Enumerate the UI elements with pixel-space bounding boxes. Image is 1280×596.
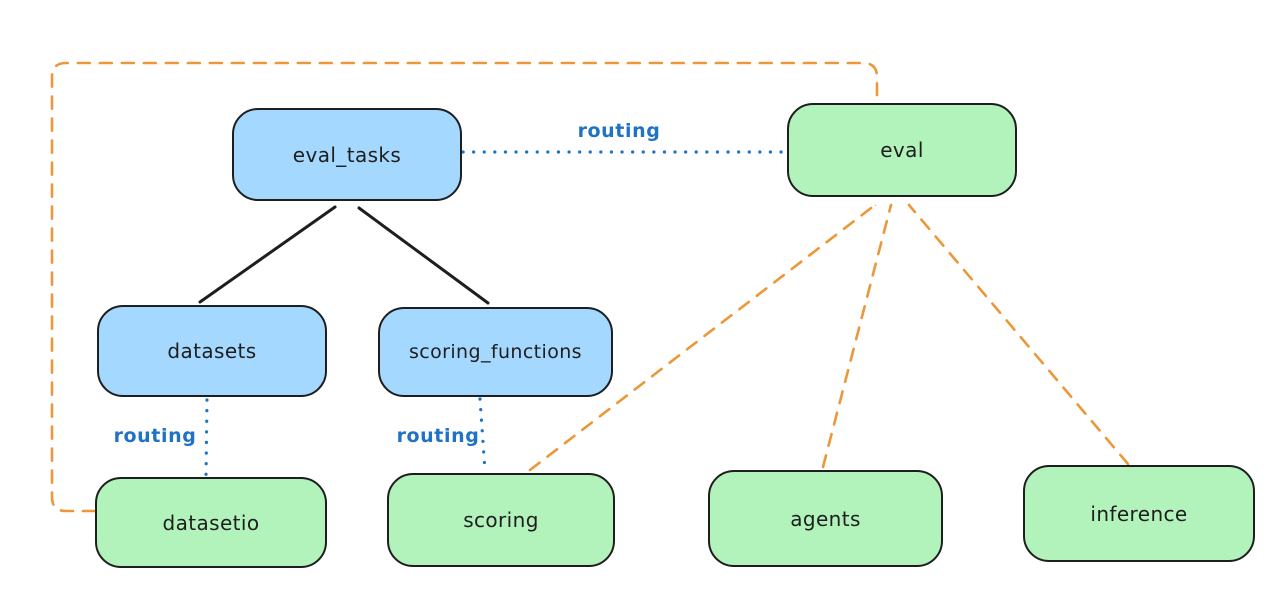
edge-routing-datasets-to-datasetio [204,398,209,477]
node-inference: inference [1023,465,1255,562]
node-scoring-label: scoring [463,508,539,532]
node-scoring-functions: scoring_functions [378,307,613,397]
node-eval: eval [787,103,1017,197]
node-agents-label: agents [790,506,861,531]
edge-agents-to-eval [821,203,891,469]
node-datasets: datasets [97,305,327,397]
edge-label-routing-eval-tasks-eval: routing [577,120,661,142]
node-agents: agents [708,470,943,567]
node-datasetio-label: datasetio [162,510,260,535]
node-eval-tasks-label: eval_tasks [292,142,402,167]
node-scoring: scoring [387,473,615,567]
edge-scoring-to-eval [528,203,877,472]
edge-inference-to-eval [907,203,1130,466]
edge-label-routing-datasets-datasetio: routing [113,425,197,447]
node-datasetio: datasetio [95,477,327,568]
node-eval-label: eval [880,138,924,162]
edge-label-routing-scoring-functions-scoring: routing [396,425,480,447]
node-datasets-label: datasets [167,339,257,363]
node-inference-label: inference [1090,501,1188,526]
node-eval-tasks: eval_tasks [232,108,462,201]
edge-routing-scoring-functions-to-scoring [478,397,487,473]
node-scoring-functions-label: scoring_functions [409,341,582,363]
edge-scoring-functions-to-eval-tasks [357,206,490,305]
edge-datasetio-to-eval [50,61,879,513]
edge-datasets-to-eval-tasks [198,205,337,304]
